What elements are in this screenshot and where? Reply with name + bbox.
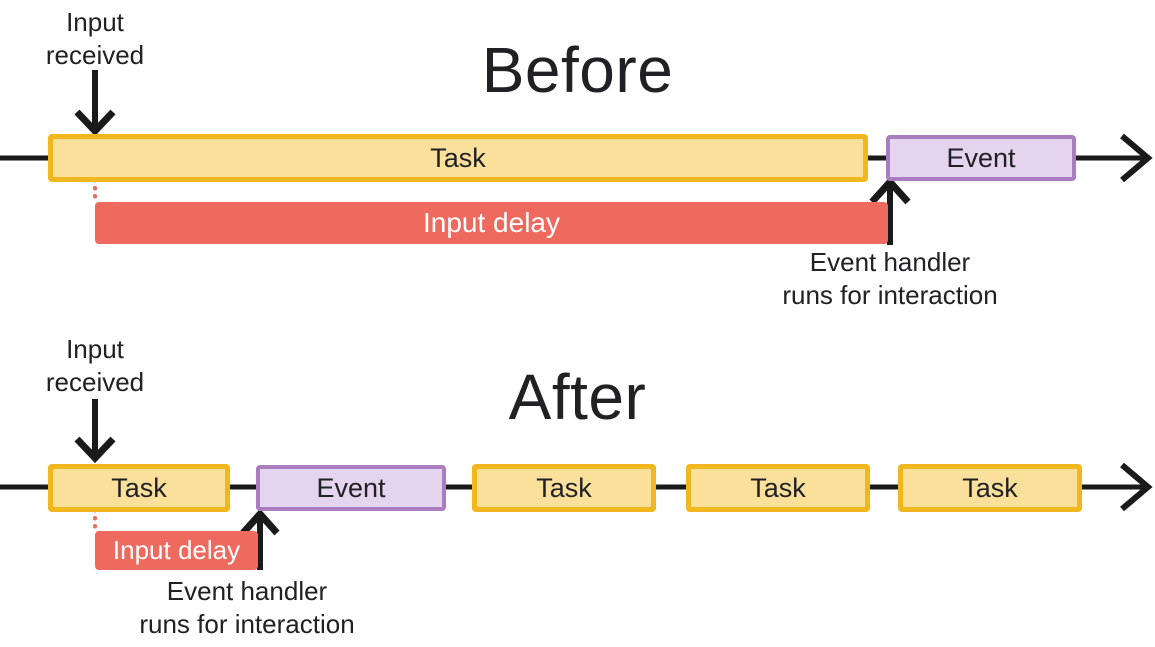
after-input-received-label: Input received <box>45 334 145 398</box>
before-task-bar: Task <box>48 134 868 182</box>
before-input-arrowhead-icon <box>74 109 116 137</box>
after-event-handler-label: Event handler runs for interaction <box>139 576 355 640</box>
after-task-bar-4: Task <box>898 464 1082 512</box>
after-input-delay-bar: Input delay <box>95 531 258 570</box>
before-event-bar: Event <box>886 135 1076 181</box>
before-input-delay-label: Input delay <box>423 207 560 238</box>
after-task-label-3: Task <box>750 472 806 503</box>
before-handler-arrowhead-icon <box>869 176 911 205</box>
after-timeline-arrowhead-icon <box>1120 462 1153 512</box>
before-title: Before <box>481 34 674 106</box>
after-input-delay-label: Input delay <box>112 535 241 565</box>
before-event-handler-label: Event handler runs for interaction <box>782 247 998 311</box>
after-handler-arrowhead-icon <box>240 508 280 536</box>
after-title: After <box>508 361 647 433</box>
after-task-label-1: Task <box>111 472 167 503</box>
before-input-received-label: Input received <box>45 7 145 71</box>
before-event-label: Event <box>946 142 1016 173</box>
after-task-label-4: Task <box>962 472 1018 503</box>
after-task-bar-3: Task <box>686 464 870 512</box>
after-task-bar-1: Task <box>48 464 230 512</box>
after-event-label: Event <box>316 472 386 503</box>
before-timeline-arrowhead-icon <box>1120 133 1153 183</box>
after-task-bar-2: Task <box>472 464 656 512</box>
before-task-label: Task <box>430 142 486 173</box>
after-event-bar: Event <box>256 465 446 511</box>
before-input-delay-bar: Input delay <box>95 202 888 244</box>
after-input-arrowhead-icon <box>74 436 116 464</box>
after-task-label-2: Task <box>536 472 592 503</box>
